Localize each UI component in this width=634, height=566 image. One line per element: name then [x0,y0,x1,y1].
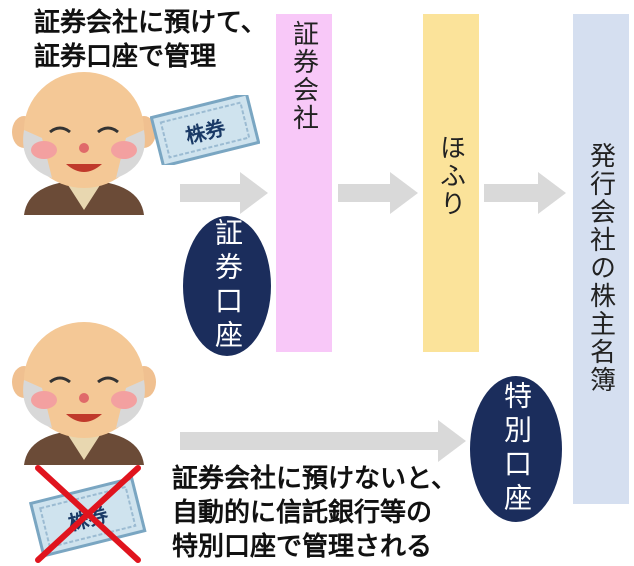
securities-company-label: 証券会社 [288,20,319,132]
top-caption-line2: 証券口座で管理 [34,42,217,72]
right-arrow-icon [484,172,566,214]
special-account-oval: 特別口座 [470,376,562,522]
elderly-man-icon [12,72,156,215]
top-caption-line1: 証券会社に預けて、 [34,8,267,38]
stock-certificate-icon: 株券 [150,95,260,165]
elderly-man-icon [12,322,156,465]
cross-mark-icon [35,465,141,563]
bottom-caption-line2: 自動的に信託銀行等の [172,498,433,528]
bottom-caption-line3: 特別口座で管理される [172,532,433,562]
securities-account-label: 証券口座 [211,218,244,354]
shareholder-registry-bar: 発行会社の株主名簿 [573,14,629,504]
shareholder-registry-label: 発行会社の株主名簿 [585,142,616,394]
right-arrow-icon [180,172,268,214]
special-account-label: 特別口座 [500,381,533,517]
bottom-caption-line1: 証券会社に預けないと、 [172,464,457,494]
securities-company-bar: 証券会社 [276,14,332,352]
right-arrow-icon [180,420,466,462]
top-caption: 証券会社に預けて、 証券口座で管理 [34,6,267,74]
right-arrow-icon [338,172,418,214]
securities-account-oval: 証券口座 [183,216,271,356]
hofuri-bar: ほふり [423,14,479,352]
hofuri-label: ほふり [435,134,466,218]
bottom-caption: 証券会社に預けないと、 自動的に信託銀行等の 特別口座で管理される [172,462,457,564]
